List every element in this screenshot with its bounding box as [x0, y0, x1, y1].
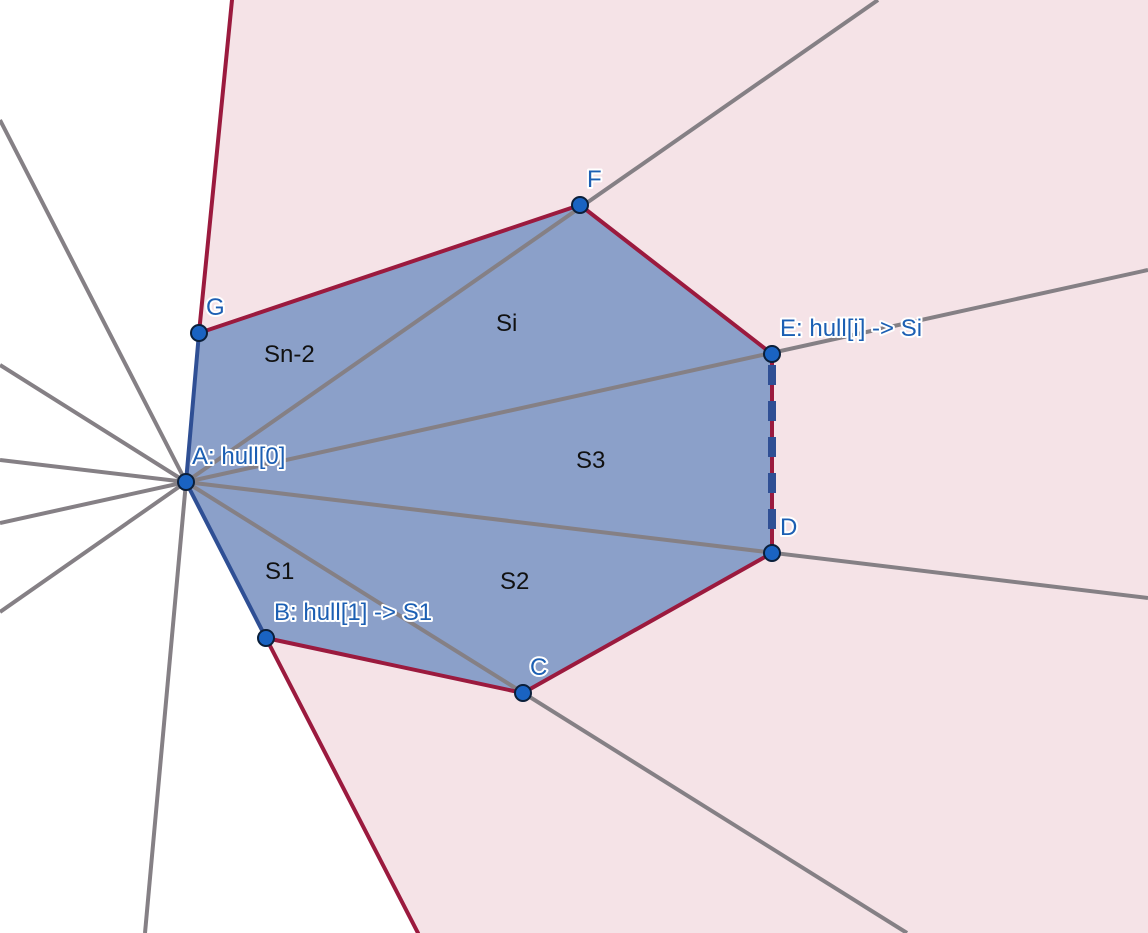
region-label-sn2: Sn-2	[264, 341, 315, 368]
ray-af	[184, 0, 880, 484]
edge-ag	[184, 331, 201, 484]
point-g[interactable]	[190, 324, 208, 342]
edge-fg	[197, 203, 582, 335]
region-label-s3: S3	[576, 447, 605, 474]
point-label-f: F	[587, 166, 602, 193]
hull-polygon	[186, 205, 772, 693]
ray-ae	[185, 268, 1148, 484]
ray-down	[143, 481, 188, 933]
point-f[interactable]	[571, 196, 589, 214]
ray-left-5	[0, 480, 188, 614]
point-d[interactable]	[763, 544, 781, 562]
point-label-a: A: hull[0]	[192, 443, 285, 470]
hull-edges	[184, 0, 776, 933]
point-c[interactable]	[514, 684, 532, 702]
points	[177, 196, 781, 702]
ray-ad	[185, 480, 1148, 600]
region-label-s2: S2	[500, 568, 529, 595]
edge-ab	[184, 480, 268, 640]
point-a[interactable]	[177, 473, 195, 491]
ray-left-4	[0, 480, 187, 525]
edge-ef	[578, 203, 774, 356]
point-label-e: E: hull[i] -> Si	[780, 315, 922, 342]
ray-left-2	[0, 363, 188, 484]
point-label-g: G	[206, 294, 225, 321]
point-label-b: B: hull[1] -> S1	[274, 599, 432, 626]
boundary-ray-g	[197, 0, 234, 335]
boundary-ray-b	[264, 636, 420, 933]
edge-bc	[264, 636, 525, 695]
point-e[interactable]	[763, 345, 781, 363]
point-label-c: C	[530, 654, 547, 681]
edge-cd	[521, 551, 774, 695]
point-b[interactable]	[257, 629, 275, 647]
ray-left-3	[0, 458, 187, 484]
region-label-s1: S1	[265, 558, 294, 585]
point-label-d: D	[780, 514, 797, 541]
ray-left-1	[0, 119, 188, 483]
region-label-si: Si	[496, 310, 517, 337]
ray-ac	[184, 480, 909, 933]
